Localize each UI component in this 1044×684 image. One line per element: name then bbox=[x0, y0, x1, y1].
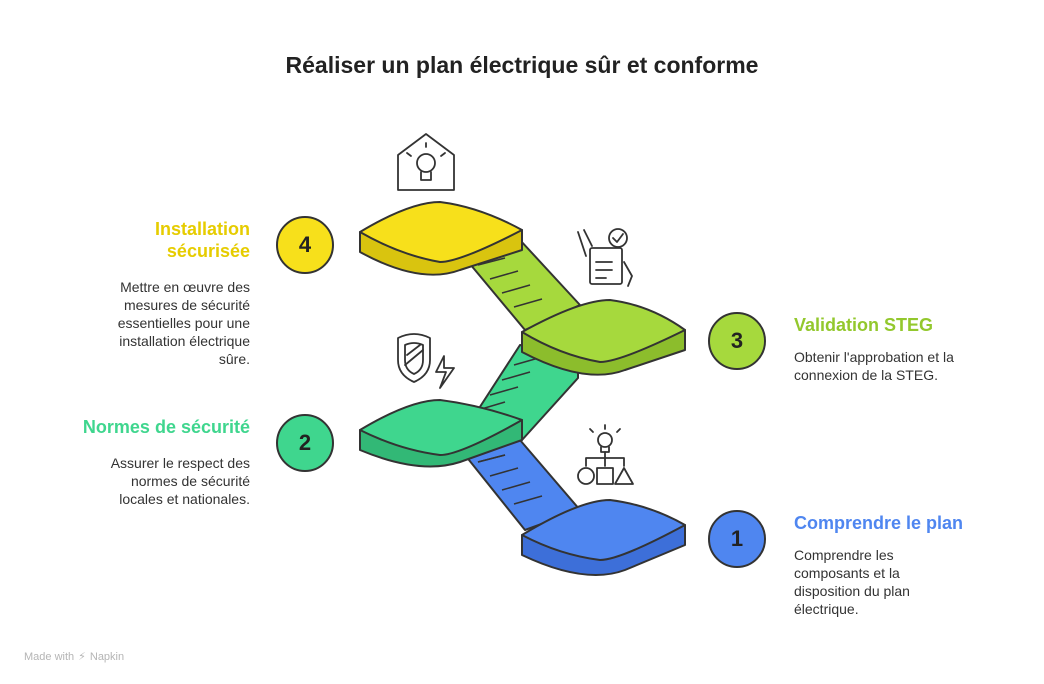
platform-4 bbox=[359, 201, 523, 276]
step-3-description: Obtenir l'approbation et la connexion de… bbox=[794, 349, 954, 383]
made-with-label: Made with bbox=[24, 650, 75, 663]
step-4-title: Installation sécurisée bbox=[154, 219, 250, 261]
napkin-brand: Napkin bbox=[89, 650, 125, 663]
step-2-title: Normes de sécurité bbox=[82, 417, 250, 437]
napkin-logo-icon: ⚡ bbox=[78, 651, 86, 663]
step-3-number: 3 bbox=[730, 328, 744, 353]
platform-3 bbox=[521, 299, 686, 376]
platform-2 bbox=[359, 399, 523, 468]
step-4-number: 4 bbox=[298, 232, 312, 257]
platform-1 bbox=[521, 499, 686, 576]
step-2-description: Assurer le respect des normes de sécurit… bbox=[110, 455, 250, 507]
footer: Made with ⚡ Napkin bbox=[24, 650, 125, 664]
step-1-number-badge: 1 bbox=[708, 510, 766, 568]
house-lightbulb-icon bbox=[397, 133, 455, 191]
shield-lightning-icon bbox=[397, 333, 455, 389]
approval-document-icon bbox=[577, 228, 633, 287]
step-4-description: Mettre en œuvre des mesures de sécurité … bbox=[117, 279, 250, 367]
step-3-title: Validation STEG bbox=[794, 315, 934, 335]
step-1-number: 1 bbox=[730, 526, 744, 551]
step-2-number: 2 bbox=[298, 430, 312, 455]
step-4-number-badge: 4 bbox=[276, 216, 334, 274]
step-3-number-badge: 3 bbox=[708, 312, 766, 370]
step-1-description: Comprendre les composants et la disposit… bbox=[794, 547, 910, 617]
lightbulb-hierarchy-icon bbox=[577, 424, 634, 485]
page-title: Réaliser un plan électrique sûr et confo… bbox=[285, 52, 759, 78]
step-1-title: Comprendre le plan bbox=[794, 513, 964, 533]
step-2-number-badge: 2 bbox=[276, 414, 334, 472]
